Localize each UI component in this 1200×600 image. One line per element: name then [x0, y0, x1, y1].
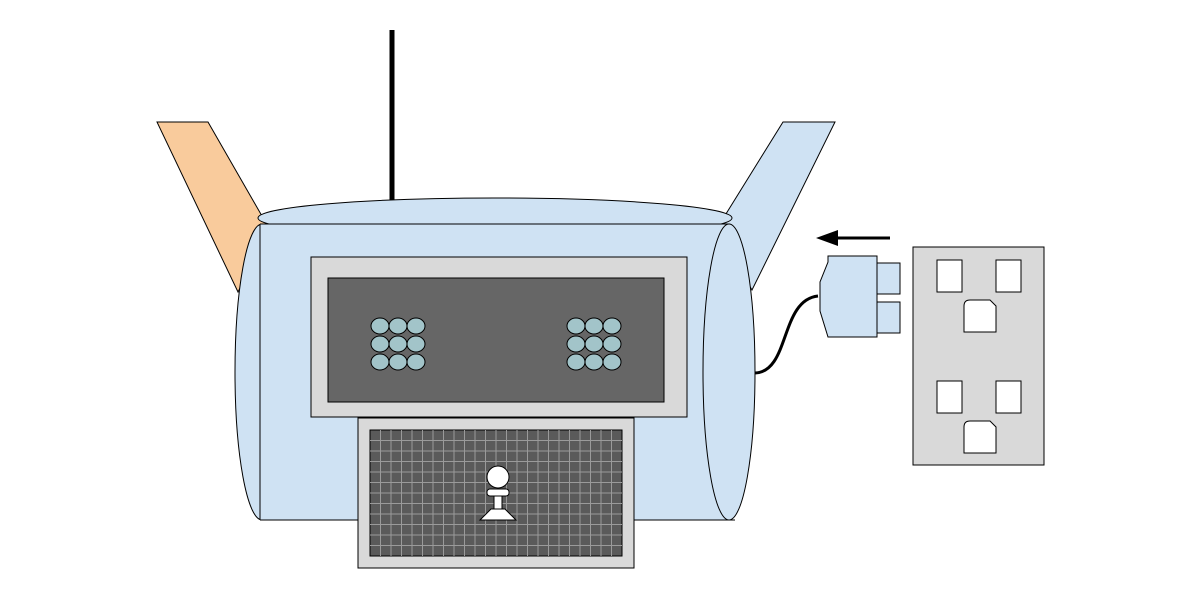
eye-dot: [370, 317, 390, 335]
eye-dot: [602, 335, 622, 353]
eye-dot: [406, 335, 426, 353]
eye-dot: [602, 353, 622, 371]
eye-dot: [370, 353, 390, 371]
left-eye: [370, 317, 426, 371]
outlet: [936, 259, 1022, 333]
eye-dot: [388, 317, 408, 335]
eye-dot: [370, 335, 390, 353]
outlet-ground-slot: [963, 299, 997, 333]
outlet-slot: [936, 380, 963, 414]
power-cable: [754, 294, 819, 375]
eye-dot: [388, 353, 408, 371]
outlets: [936, 259, 1022, 454]
eye-dot: [584, 335, 604, 353]
right-eye: [566, 317, 622, 371]
outlet-slot: [995, 380, 1022, 414]
eye-dot: [584, 317, 604, 335]
body-right-end: [702, 223, 756, 521]
outlet: [936, 380, 1022, 454]
power-plug: [819, 255, 901, 338]
outlet-slot: [936, 259, 963, 293]
outlet-ground-slot: [963, 420, 997, 454]
eye-dot: [566, 353, 586, 371]
figure-icon: [478, 465, 518, 521]
eye-dot: [388, 335, 408, 353]
eye-dot: [584, 353, 604, 371]
right-arm: [715, 121, 836, 292]
eye-dot: [406, 353, 426, 371]
outlet-slot: [995, 259, 1022, 293]
insert-arrow: [816, 230, 890, 246]
eye-dot: [566, 335, 586, 353]
eye-dot: [602, 317, 622, 335]
eye-dot: [566, 317, 586, 335]
eye-dot: [406, 317, 426, 335]
